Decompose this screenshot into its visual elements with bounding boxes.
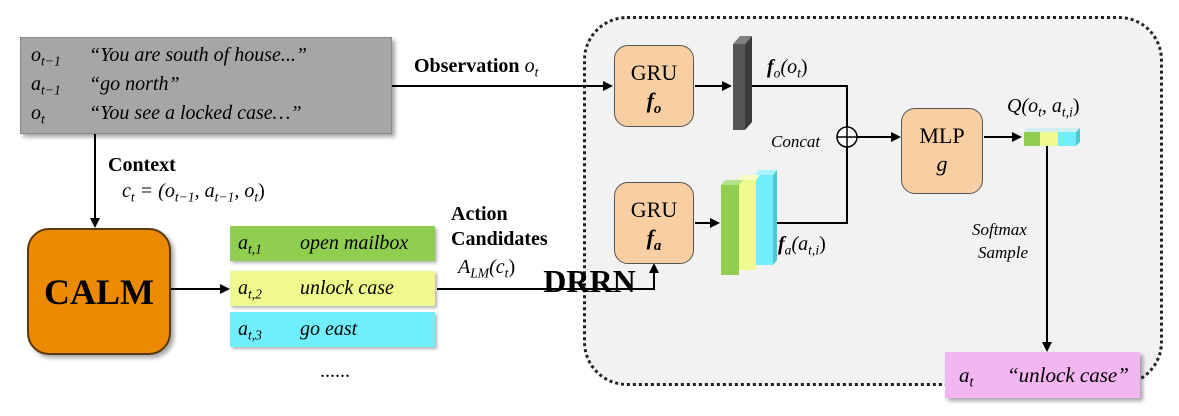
candidate-label: open mailbox	[300, 232, 409, 254]
observation-label: Observation ot	[414, 55, 539, 80]
context-row: ot−1 “You are south of house...”	[31, 44, 308, 69]
ellipsis: ......	[320, 360, 350, 382]
q-vector	[1024, 128, 1080, 146]
fa-label: fa(at,i)	[778, 233, 826, 258]
action-label-line1: Action	[451, 203, 508, 225]
context-text: “You see a locked case…”	[89, 102, 302, 124]
softmax-label-line1: Softmax	[972, 220, 1027, 239]
context-var: at−1	[31, 73, 61, 98]
context-row: at−1 “go north”	[31, 73, 180, 98]
action-label-line2: Candidates	[451, 228, 548, 250]
gru-action-box: GRU fa	[614, 182, 694, 264]
fo-to-concat-line	[752, 85, 848, 127]
context-var: ot−1	[31, 44, 61, 69]
context-var: ot	[31, 102, 45, 127]
candidate-label: go east	[300, 318, 358, 340]
context-text: “You are south of house...”	[89, 44, 308, 66]
context-formula: ct = (ot−1, at−1, ot)	[122, 180, 265, 205]
candidate-item: at,2 unlock case	[230, 271, 435, 306]
calm-box: CALM	[27, 228, 171, 355]
concat-label: Concat	[771, 132, 821, 151]
context-box: ot−1 “You are south of house...” at−1 “go …	[20, 37, 392, 134]
output-box: at “unlock case”	[945, 352, 1140, 398]
fa-to-concat-line	[773, 147, 848, 224]
fo-vector	[733, 36, 752, 130]
drrn-title: DRRN	[543, 263, 636, 299]
action-formula: ALM(ct)	[458, 256, 516, 281]
gru-observation-box: GRU fo	[614, 45, 694, 127]
candidate-item: at,1 open mailbox	[230, 226, 435, 261]
concat-circle	[836, 126, 858, 148]
candidate-label: unlock case	[300, 277, 394, 299]
q-label: Q(ot, at,i)	[1007, 95, 1080, 120]
fa-vectors	[721, 170, 777, 275]
output-text: “unlock case”	[1007, 362, 1129, 387]
candidates-to-gru-arrow	[437, 263, 659, 290]
fo-label: fo(ot)	[767, 56, 808, 81]
candidate-item: at,3 go east	[230, 312, 435, 347]
mlp-box: MLP g	[901, 108, 983, 194]
softmax-label-line2: Sample	[978, 243, 1029, 262]
context-row: ot “You see a locked case…”	[31, 102, 302, 127]
context-text: “go north”	[89, 73, 180, 95]
context-label: Context	[108, 154, 176, 176]
